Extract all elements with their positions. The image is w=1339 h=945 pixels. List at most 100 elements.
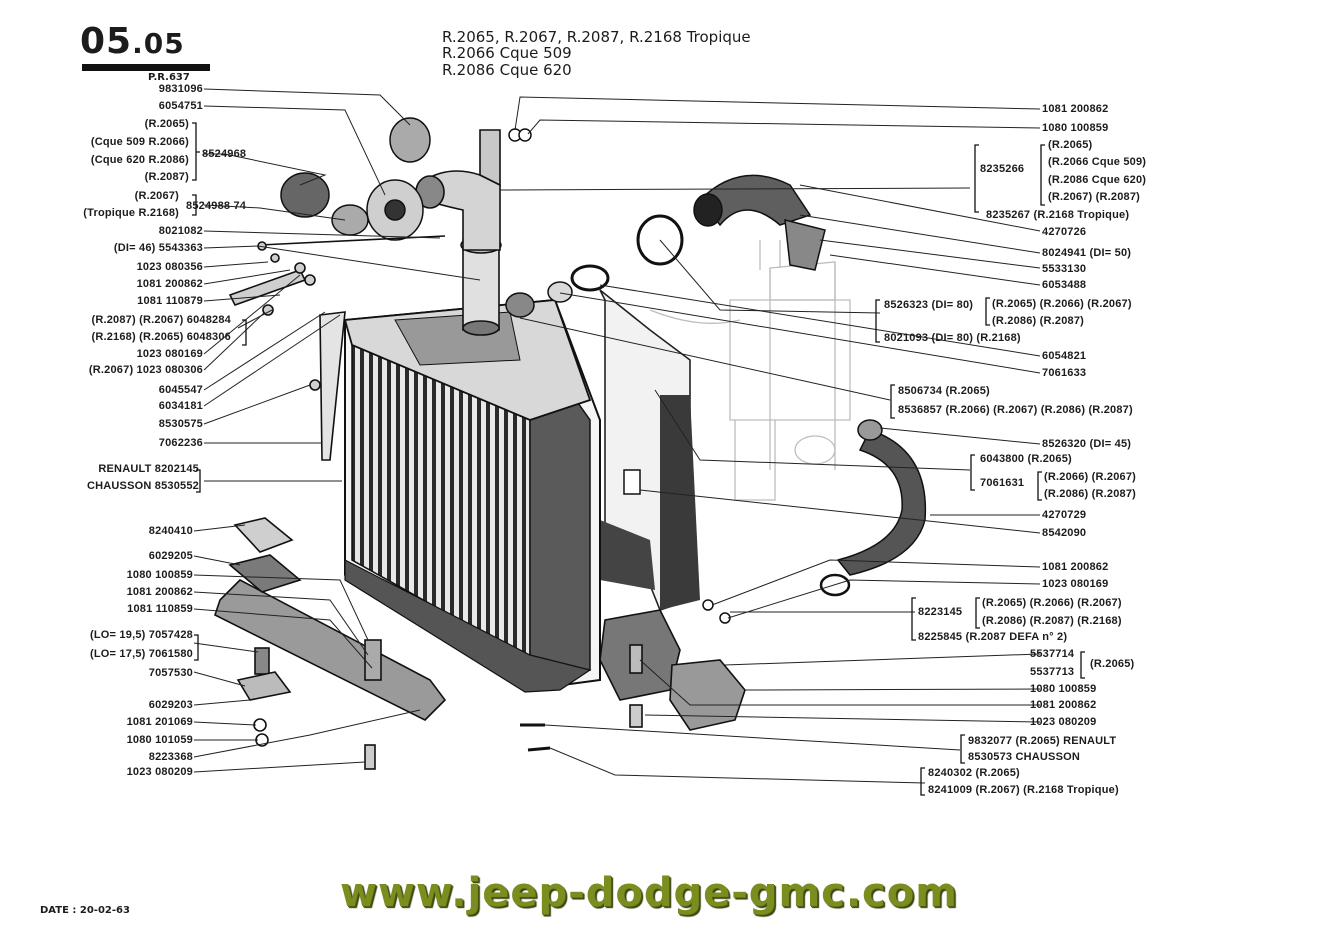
part-label: 8223145 [918, 606, 963, 618]
part-label: 1080 100859 [1030, 683, 1097, 695]
part-label: 6045547 [158, 384, 203, 396]
part-label: 8530575 [158, 418, 203, 430]
part-label: 1081 200862 [136, 278, 203, 290]
part-label: (R.2065) (R.2066) (R.2067) [992, 298, 1132, 310]
part-label: (R.2066) (R.2067) [1044, 471, 1137, 483]
part-label: 1081 201069 [126, 716, 193, 728]
lower-hose [836, 419, 927, 576]
part-label: 6034181 [158, 400, 203, 412]
cowl [599, 289, 700, 611]
part-label: (LO= 19,5) 7057428 [90, 629, 193, 641]
part-label: 1023 080356 [136, 261, 203, 273]
part-label: 1081 200862 [1042, 561, 1109, 573]
part-label: 4270726 [1042, 226, 1087, 238]
part-label: 1023 080169 [136, 348, 203, 360]
part-label: 8530573 CHAUSSON [968, 751, 1081, 763]
part-label: 7057530 [148, 667, 193, 679]
filler-neck [415, 129, 502, 336]
part-label: 8524988 74 [186, 200, 247, 212]
part-label: 1081 110859 [127, 603, 193, 615]
part-label: 8241009 (R.2067) (R.2168 Tropique) [928, 784, 1119, 796]
part-label: (Tropique R.2168) [83, 207, 179, 219]
part-label: 8021093 (DI= 80) (R.2168) [884, 332, 1021, 344]
part-label: 8526323 (DI= 80) [884, 299, 974, 311]
leader-lines-left [193, 88, 481, 773]
part-label: 5533130 [1042, 263, 1087, 275]
part-label: 7061631 [980, 477, 1025, 489]
part-label: (R.2065) [144, 118, 189, 130]
part-label: 8506734 (R.2065) [898, 385, 990, 397]
part-label: 6053488 [1042, 279, 1087, 291]
small-parts [280, 117, 851, 752]
part-label: 1080 100859 [1042, 122, 1109, 134]
part-label: 1081 200862 [1030, 699, 1097, 711]
part-label: (R.2066 Cque 509) [1048, 156, 1147, 168]
header-line-3: R.2086 Cque 620 [442, 61, 572, 79]
part-label: CHAUSSON 8530552 [86, 480, 199, 492]
website-watermark: www.jeep-dodge-gmc.com [340, 870, 958, 916]
part-label: (Cque 620 R.2086) [90, 154, 189, 166]
part-label: 6054821 [1042, 350, 1087, 362]
part-label: (Cque 509 R.2066) [90, 136, 189, 148]
part-label: (R.2065) [1090, 658, 1135, 670]
part-label: (R.2086) (R.2087) [1044, 488, 1137, 500]
part-label: (R.2087) (R.2067) 6048284 [91, 314, 231, 326]
part-label: (R.2067) 1023 080306 [88, 364, 203, 376]
part-label: (R.2086) (R.2087) [992, 315, 1085, 327]
sheet-number-minor: .05 [132, 27, 185, 60]
part-label: 1080 101059 [126, 734, 193, 746]
part-label: 8024941 (DI= 50) [1042, 247, 1132, 259]
part-label: (R.2065) [1048, 139, 1093, 151]
part-label: 7062236 [158, 437, 203, 449]
header-line-2: R.2066 Cque 509 [442, 44, 572, 62]
part-label: (R.2086) (R.2087) (R.2168) [982, 615, 1122, 627]
upper-hose [693, 174, 826, 271]
part-label: 8536857 (R.2066) (R.2067) (R.2086) (R.20… [898, 404, 1133, 416]
part-label: 1080 100859 [126, 569, 193, 581]
part-label: 1081 200862 [1042, 103, 1109, 115]
leader-lines-right [499, 96, 1041, 784]
part-label: 8021082 [158, 225, 203, 237]
part-label: 9831096 [158, 83, 203, 95]
stay-rods [228, 235, 446, 461]
sheet-number-major: 05 [80, 21, 133, 62]
part-label: (LO= 17,5) 7061580 [90, 648, 193, 660]
part-label: 6029203 [148, 699, 193, 711]
part-label: 5537713 [1030, 666, 1075, 678]
part-label: (R.2086 Cque 620) [1048, 174, 1147, 186]
part-label: 1081 200862 [126, 586, 193, 598]
part-label: (R.2067) [134, 190, 179, 202]
part-label: 9832077 (R.2065) RENAULT [968, 735, 1117, 747]
part-label: (DI= 46) 5543363 [113, 242, 203, 254]
part-label: 6043800 (R.2065) [980, 453, 1072, 465]
part-label: 8235266 [980, 163, 1025, 175]
plate-reference: P.R.637 [148, 72, 190, 83]
part-label: RENAULT 8202145 [98, 463, 199, 475]
part-label: 5537714 [1030, 648, 1075, 660]
part-label: 1081 110879 [137, 295, 203, 307]
header-line-1: R.2065, R.2067, R.2087, R.2168 Tropique [442, 28, 751, 46]
part-label: 8223368 [148, 751, 193, 763]
part-label: 1023 080209 [1030, 716, 1097, 728]
part-label: 1023 080209 [126, 766, 193, 778]
sheet-number-underline [82, 64, 210, 71]
part-label: 8526320 (DI= 45) [1042, 438, 1132, 450]
part-label: 8235267 (R.2168 Tropique) [986, 209, 1130, 221]
part-label: 8240302 (R.2065) [928, 767, 1020, 779]
part-label: 6029205 [148, 550, 193, 562]
right-support [599, 609, 746, 731]
sheet-number: 05.05 [80, 22, 185, 64]
part-label: (R.2067) (R.2087) [1048, 191, 1141, 203]
part-label: 8225845 (R.2087 DEFA n° 2) [918, 631, 1068, 643]
radiator [343, 298, 601, 693]
part-label: (R.2087) [144, 171, 189, 183]
part-label: (R.2065) (R.2066) (R.2067) [982, 597, 1122, 609]
part-label: 7061633 [1042, 367, 1087, 379]
part-label: (R.2168) (R.2065) 6048306 [91, 331, 231, 343]
part-label: 8542090 [1042, 527, 1087, 539]
date-stamp: DATE : 20-02-63 [40, 905, 130, 916]
part-label: 8240410 [148, 525, 193, 537]
part-label: 1023 080169 [1042, 578, 1109, 590]
part-label: 6054751 [158, 100, 203, 112]
